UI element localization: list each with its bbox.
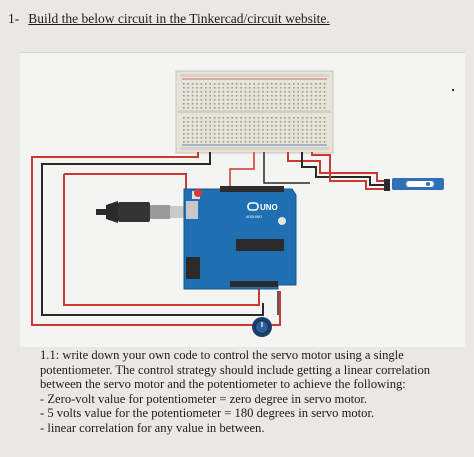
board-small-text: ARDUINO: [246, 215, 262, 219]
wire-black-servo: [301, 152, 386, 186]
circuit-panel: UNO ARDUINO: [20, 52, 465, 347]
wire-red-inner: [63, 174, 260, 306]
heading-task: Build the below circuit in the Tinkercad…: [28, 11, 330, 26]
wire-red-inner-top: [64, 173, 187, 191]
wire-red-servo: [287, 152, 386, 182]
wire-black-short: [263, 152, 310, 184]
servo-motor-icon: [384, 178, 444, 191]
board-brand-text: UNO: [260, 203, 278, 212]
heading-number: 1-: [8, 11, 20, 26]
usb-cable-icon: [96, 201, 184, 223]
breadboard-icon: [175, 70, 334, 154]
wire-red-outer: [31, 152, 281, 326]
heading: 1- Build the below circuit in the Tinkerc…: [8, 11, 330, 27]
potentiometer-icon: [252, 317, 272, 337]
wire-red-short: [229, 152, 255, 191]
question-bullets: Zero-volt value for potentiometer = zero…: [40, 392, 472, 436]
wires: [31, 152, 386, 326]
arduino-uno-icon: UNO ARDUINO: [183, 186, 297, 290]
bullet-linear: linear correlation for any value in betw…: [40, 421, 472, 436]
wire-signal-servo: [311, 152, 386, 190]
wire-black-inner: [41, 152, 264, 316]
bullet-zero-volt: Zero-volt value for potentiometer = zero…: [40, 392, 472, 407]
circuit-diagram: UNO ARDUINO: [31, 70, 454, 337]
bullet-five-volts: 5 volts value for the potentiometer = 18…: [40, 406, 472, 421]
question-block: 1.1: write down your own code to control…: [40, 348, 472, 436]
question-intro: 1.1: write down your own code to control…: [40, 348, 431, 392]
